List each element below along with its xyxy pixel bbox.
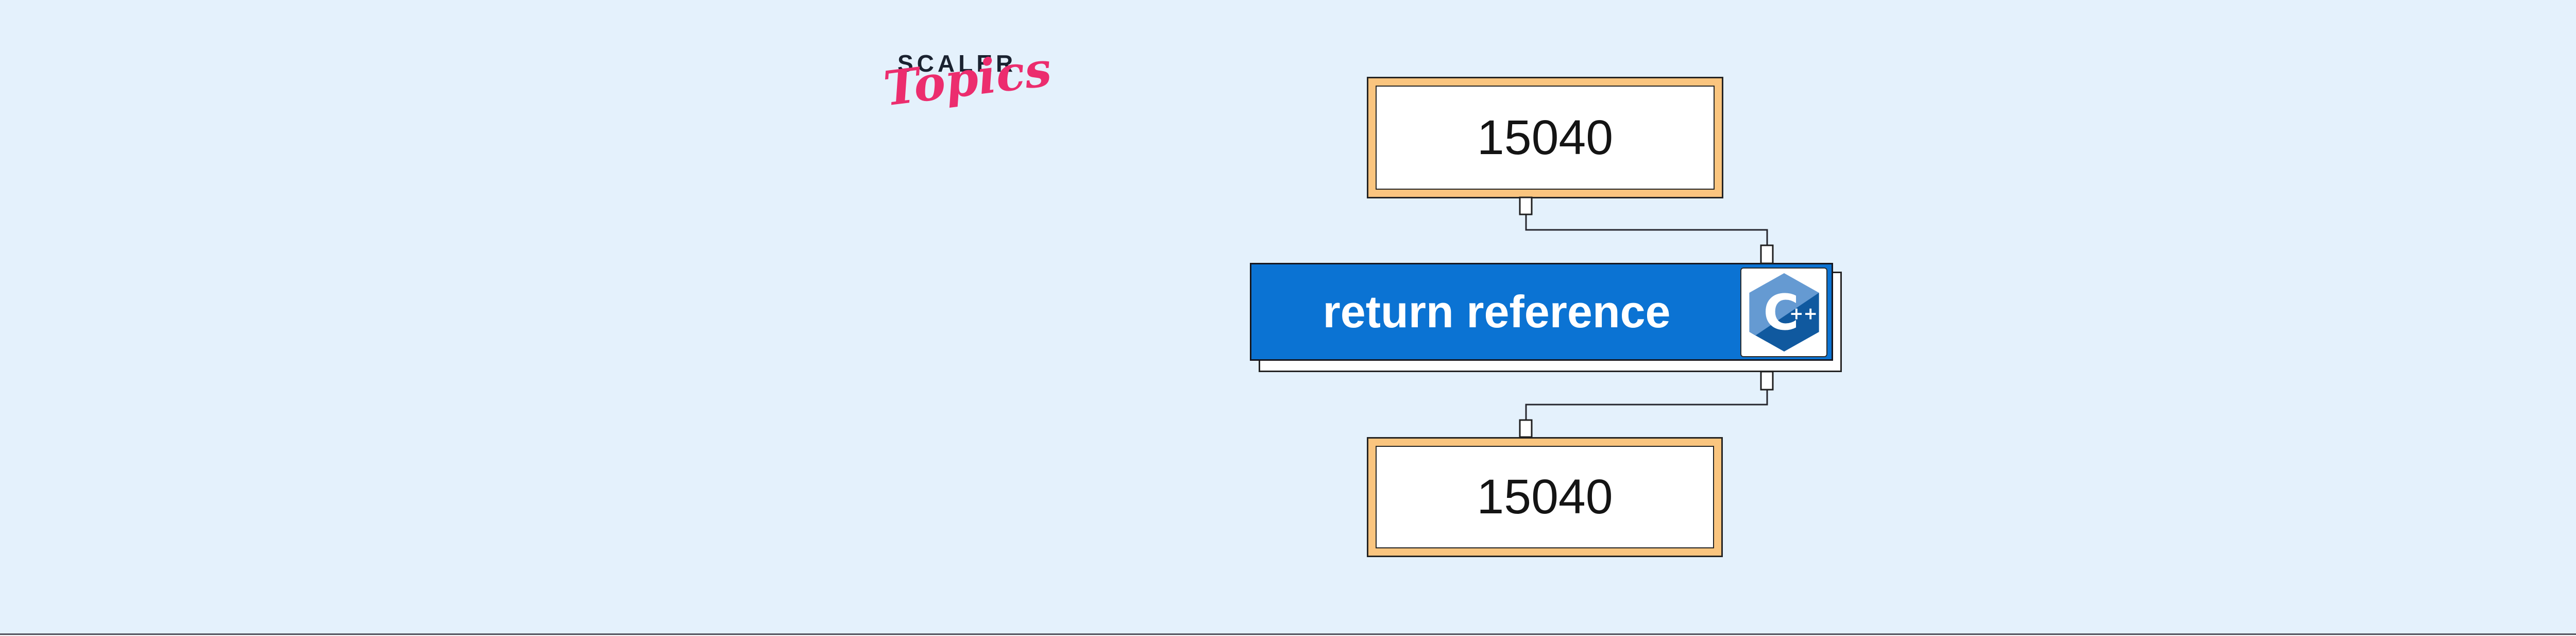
connector-stub-bottom-box (1519, 419, 1533, 438)
cpp-logo-plus-signs: ++ (1789, 304, 1818, 324)
return-reference-banner: return reference C ++ (1250, 263, 1833, 361)
cpp-logo-letter: C (1763, 284, 1799, 341)
bottom-white-strip (0, 635, 2576, 636)
bottom-value-box: 15040 (1367, 437, 1723, 557)
cpp-logo-icon: C ++ (1749, 273, 1819, 352)
banner-label: return reference (1323, 286, 1671, 337)
bottom-border-line (0, 633, 2576, 635)
connector-stub-banner-bottom (1760, 371, 1774, 391)
connector-banner-to-bottom (1525, 388, 1768, 423)
cpp-logo-tile: C ++ (1740, 267, 1827, 357)
connector-top-to-banner (1525, 213, 1768, 246)
top-value-box: 15040 (1367, 77, 1723, 198)
top-value-text: 15040 (1477, 110, 1614, 165)
bottom-value-text: 15040 (1477, 470, 1613, 524)
scaler-wordmark: SCALER (897, 50, 1017, 77)
connector-stub-top-box (1519, 196, 1533, 215)
connector-stub-banner-top (1760, 244, 1774, 264)
